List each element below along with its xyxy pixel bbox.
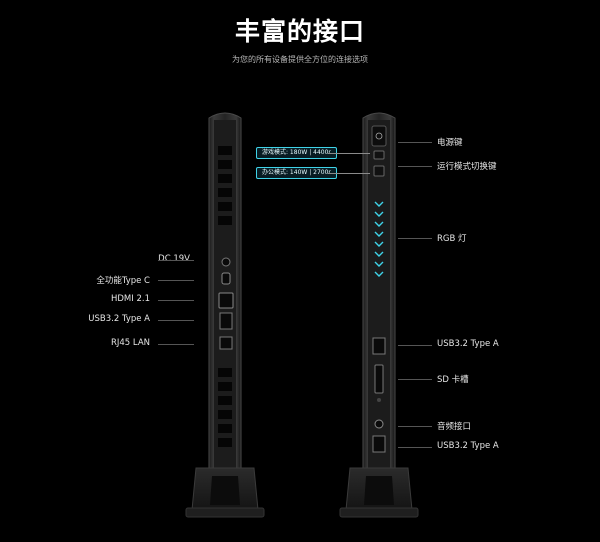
left-top-vents [218,146,232,225]
leader-line [158,344,194,345]
port-label-dc: DC 19V [158,254,190,264]
leader-line [158,260,194,261]
port-label-rj45: RJ45 LAN [110,338,150,348]
mode-switch-icon [373,150,385,160]
hdmi-port [218,292,234,309]
port-label-rgb: RGB 灯 [437,234,467,244]
port-label-hdmi: HDMI 2.1 [111,294,150,304]
mode-leader-line [328,153,370,154]
port-label-audio: 音频接口 [437,422,472,432]
page-title: 丰富的接口 [234,17,365,46]
leader-line [398,447,432,448]
port-label-type-c: 全功能Type C [96,276,150,286]
port-label-mode-switch: 运行模式切换键 [437,162,497,172]
rgb-light-chevron-icon [374,201,384,277]
left-device [185,112,265,518]
power-button-icon [371,125,387,147]
leader-line [398,238,432,239]
rj45-port [219,336,233,350]
leader-line [398,379,432,380]
mode-leader-line [328,173,370,174]
usb-a-port [219,312,233,330]
port-label-usb-a-front-1: USB3.2 Type A [437,339,499,349]
mode-badge-gaming: 游戏模式: 180W | 4400r [256,147,337,159]
port-label-power: 电源键 [437,138,463,148]
right-device [339,112,419,518]
leader-line [158,280,194,281]
port-label-usb-a-front-2: USB3.2 Type A [437,441,499,451]
port-label-sd: SD 卡槽 [437,375,469,385]
type-c-port [221,272,231,285]
audio-jack [374,419,384,429]
leader-line [398,166,432,167]
usb-a-port-front-2 [372,435,386,453]
leader-line [158,300,194,301]
sd-slot [374,364,384,394]
left-bottom-vents [218,368,232,447]
usb-a-port-front-1 [372,337,386,355]
mode-badge-office: 办公模式: 140W | 2700r [256,167,337,179]
dc-port [221,257,231,267]
page-subtitle: 为您的所有设备提供全方位的连接选项 [232,55,368,64]
leader-line [158,320,194,321]
leader-line [398,426,432,427]
leader-line [398,345,432,346]
leader-line [398,142,432,143]
port-label-usb-a: USB3.2 Type A [88,314,150,324]
